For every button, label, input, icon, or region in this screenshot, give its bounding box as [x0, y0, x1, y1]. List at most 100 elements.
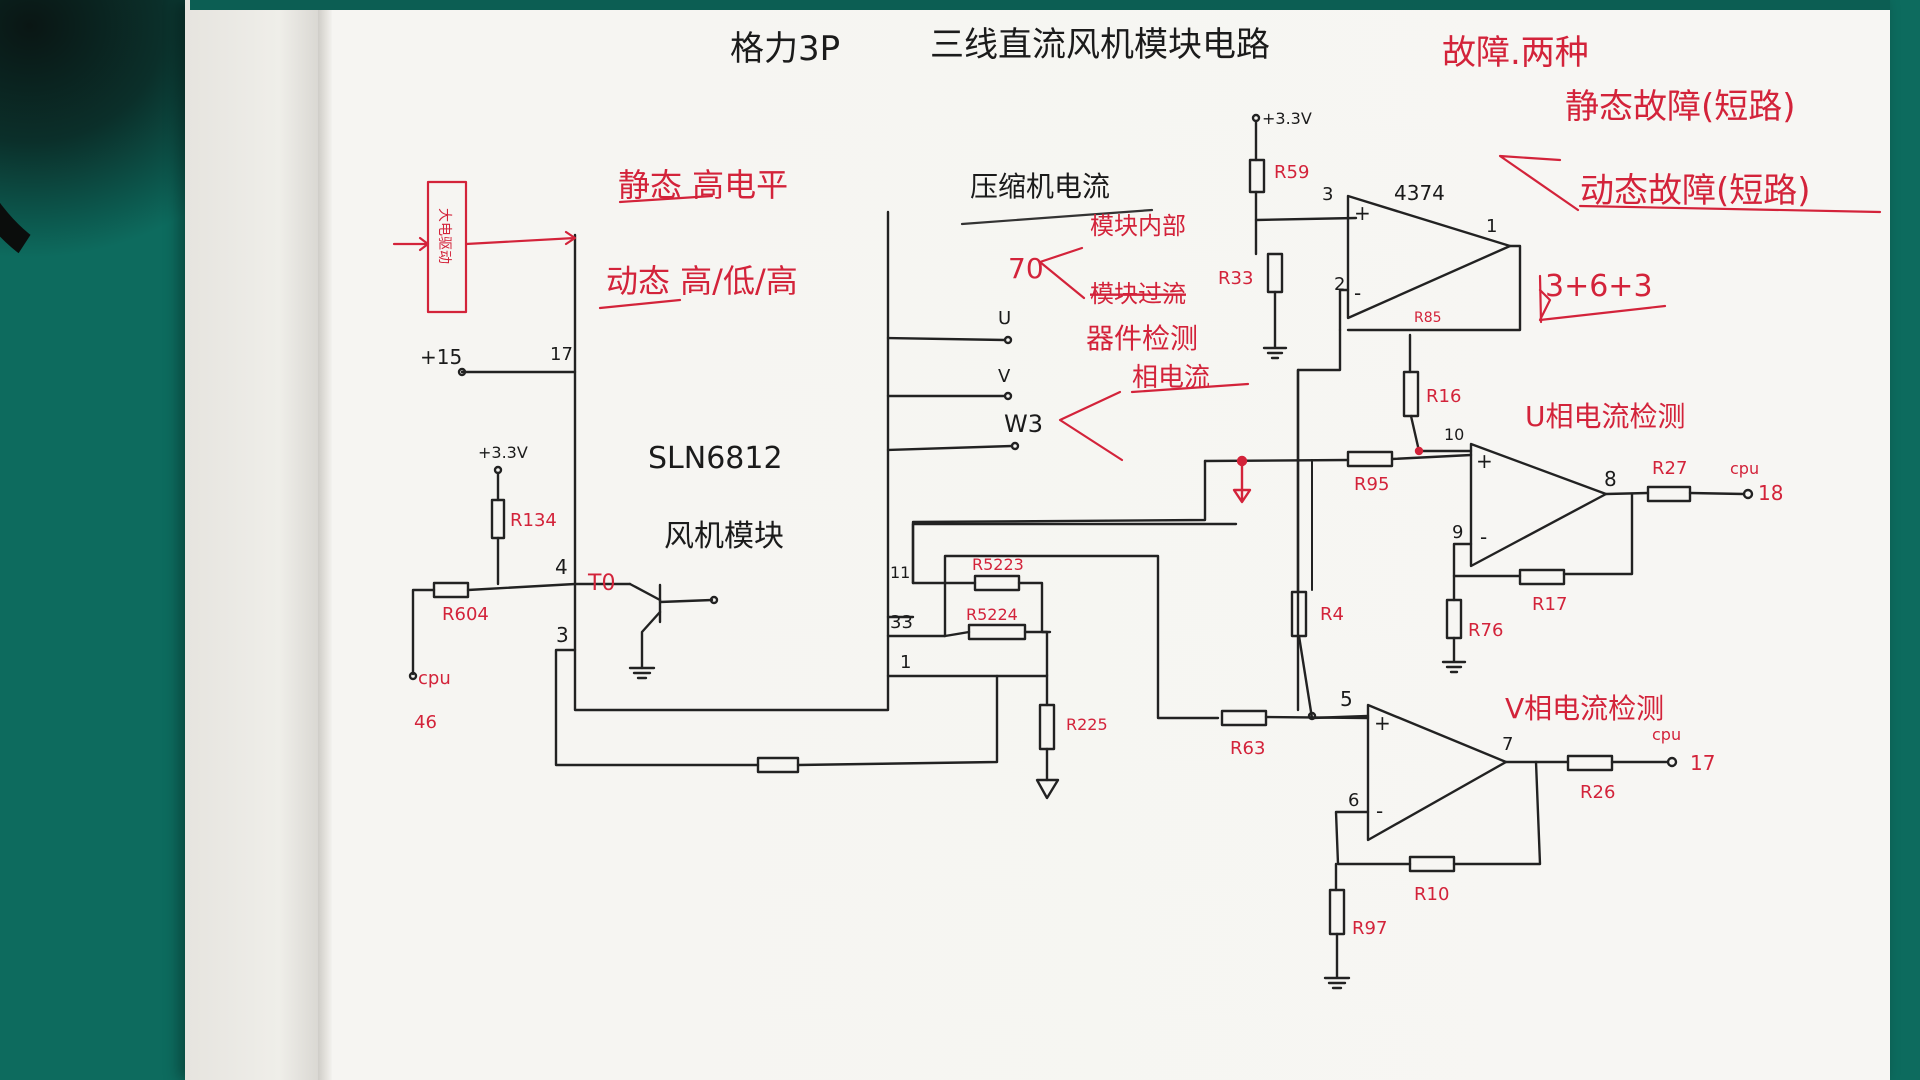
annotation-strokes: [392, 154, 1882, 462]
label-op2-pin9: 9: [1452, 522, 1463, 543]
schematic-wiring: [408, 113, 1754, 990]
label-r85: R85: [1414, 310, 1442, 326]
resistor-r97: [1328, 888, 1346, 936]
label-pin33: 33: [890, 612, 913, 633]
label-r59: R59: [1274, 162, 1309, 183]
resistor-r604: [432, 581, 470, 599]
title-left: 格力3P: [730, 29, 840, 69]
label-r604: R604: [442, 604, 489, 625]
label-op1-pin3: 3: [1322, 184, 1333, 205]
label-pin4: 4: [555, 555, 568, 579]
label-pin17: 17: [550, 344, 573, 365]
label-r97: R97: [1352, 918, 1387, 939]
resistor-r225: [1038, 703, 1056, 751]
label-pin3: 3: [556, 623, 569, 647]
label-cpu-u-pin: 18: [1758, 481, 1783, 505]
label-out-u: U: [998, 308, 1011, 329]
resistor-r95: [1346, 450, 1394, 468]
fault-heading: 故障.两种: [1442, 33, 1589, 73]
label-w3: W3: [1004, 410, 1043, 438]
label-pin11: 11: [890, 563, 910, 582]
fault-dynamic: 动态故障(短路): [1580, 171, 1811, 211]
label-r5224: R5224: [966, 605, 1018, 624]
drive-box: [426, 180, 468, 314]
label-r4: R4: [1320, 604, 1344, 625]
label-op1-minus: -: [1354, 281, 1361, 305]
static-note: 静态 高电平: [618, 166, 788, 204]
fault-static: 静态故障(短路): [1565, 87, 1796, 127]
resistor-r5224: [967, 623, 1027, 641]
label-op1-pin2: 2: [1334, 274, 1345, 295]
resistor-r76: [1445, 598, 1463, 640]
phase-current-note: 相电流: [1132, 363, 1210, 393]
resistor-r33: [1266, 252, 1284, 294]
t0-inside-note: 模块内部: [1090, 212, 1186, 240]
label-op1-plus: +: [1354, 201, 1371, 225]
resistor-r27: [1646, 485, 1692, 503]
resistor-r16: [1402, 370, 1420, 418]
module-outline: [573, 210, 890, 712]
module-part: SLN6812: [648, 441, 783, 476]
label-r33: R33: [1218, 268, 1253, 289]
dynamic-note: 动态 高/低/高: [606, 262, 798, 300]
opamp-u2: [1469, 442, 1608, 568]
notebook-left-page: [185, 0, 320, 1080]
label-p15: +15: [420, 345, 462, 369]
resistor-r5223: [973, 574, 1021, 592]
label-cpu-left: cpu: [418, 668, 451, 689]
compressor-current-note: 压缩机电流: [970, 170, 1110, 203]
label-op3-pin5: 5: [1340, 687, 1353, 711]
label-r26: R26: [1580, 782, 1615, 803]
resistor-bottom: [756, 756, 800, 774]
label-op3-plus: +: [1374, 711, 1391, 735]
label-op-part: 4374: [1394, 181, 1445, 205]
resistor-r59: [1248, 158, 1266, 194]
v-detect-note: V相电流检测: [1505, 692, 1664, 725]
u-detect-note: U相电流检测: [1525, 400, 1686, 433]
label-r27: R27: [1652, 458, 1687, 479]
resistor-r134: [490, 498, 506, 540]
label-cpu-v-pin: 17: [1690, 751, 1715, 775]
label-op3-pin6: 6: [1348, 790, 1359, 811]
notebook-page: [185, 0, 1890, 1080]
label-r5223: R5223: [972, 555, 1024, 574]
sum-note: 3+6+3: [1545, 269, 1653, 304]
label-r10: R10: [1414, 884, 1449, 905]
label-r63: R63: [1230, 738, 1265, 759]
opamp-u1: [1346, 194, 1512, 320]
resistor-r26: [1566, 754, 1614, 772]
label-pin1: 1: [900, 652, 911, 673]
label-op2-pin10: 10: [1444, 425, 1464, 444]
label-r16: R16: [1426, 386, 1461, 407]
label-r134: R134: [510, 510, 557, 531]
label-v33-top: +3.3V: [1262, 109, 1312, 128]
label-cpu-u: cpu: [1730, 459, 1759, 478]
opamp-u3: [1366, 703, 1508, 842]
label-t0: T0: [587, 571, 615, 596]
label-op2-pin8: 8: [1604, 467, 1617, 491]
label-r95: R95: [1354, 474, 1389, 495]
notebook-gutter: [318, 0, 332, 1080]
label-cpu-v: cpu: [1652, 725, 1681, 744]
label-op3-minus: -: [1376, 799, 1383, 823]
t0-overcurrent-note: 模块过流: [1090, 280, 1186, 308]
label-cpu-left-pin: 46: [414, 712, 437, 733]
resistor-r10: [1408, 855, 1456, 873]
module-name: 风机模块: [664, 519, 784, 554]
label-v33-left: +3.3V: [478, 443, 528, 462]
label-op2-minus: -: [1480, 525, 1487, 549]
drive-box-label: 大电驱动: [436, 208, 452, 264]
label-r17: R17: [1532, 594, 1567, 615]
t0-label-note: 70: [1008, 252, 1044, 285]
label-op2-plus: +: [1476, 449, 1493, 473]
label-op3-pin7: 7: [1502, 734, 1513, 755]
label-out-v: V: [998, 366, 1011, 387]
top-edge: [190, 0, 1890, 10]
resistor-r63: [1220, 709, 1268, 727]
label-r225: R225: [1066, 715, 1108, 734]
label-r76: R76: [1468, 620, 1503, 641]
resistor-r17: [1518, 568, 1566, 586]
schematic-text: 格力3P 三线直流风机模块电路 故障.两种 静态故障(短路) 动态故障(短路) …: [414, 25, 1811, 939]
label-op1-pin1: 1: [1486, 216, 1497, 237]
